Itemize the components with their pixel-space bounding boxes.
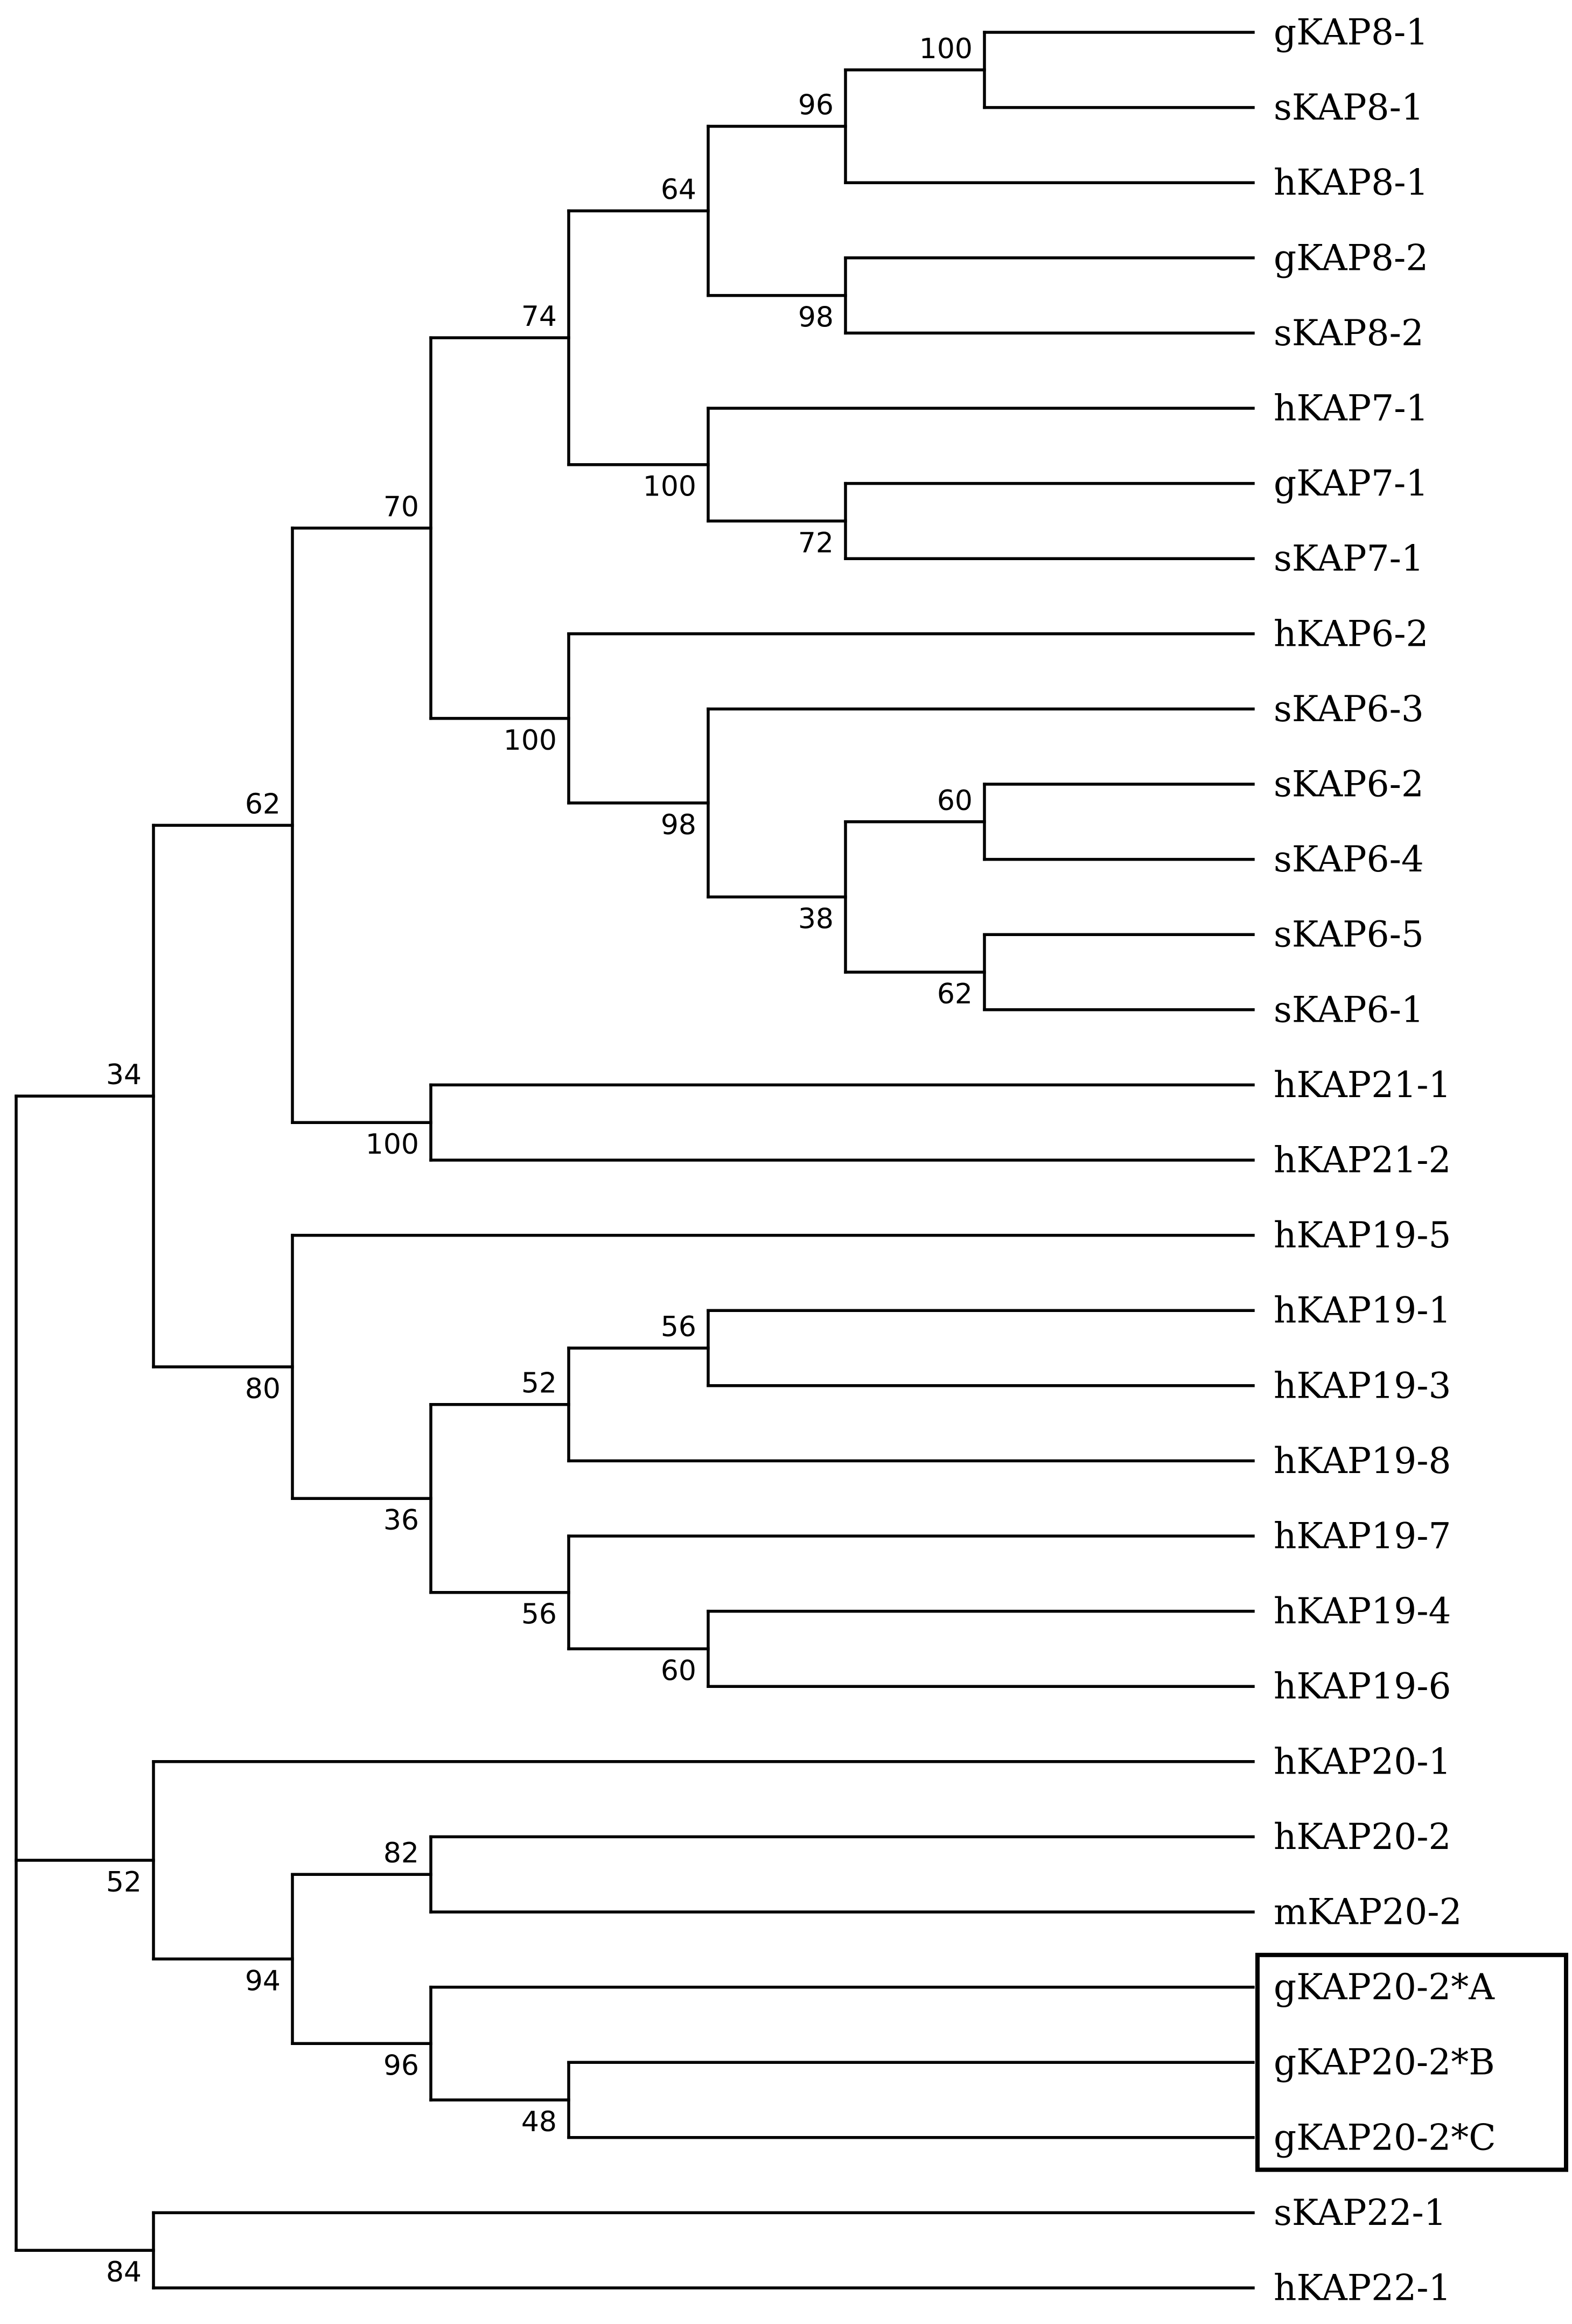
support-value: 48 [521,2106,557,2138]
leaf-label-hkap21-1: hKAP21-1 [1274,1064,1451,1106]
leaf-label-skap6-3: sKAP6-3 [1274,688,1424,730]
leaf-label-hkap20-2: hKAP20-2 [1274,1816,1451,1858]
leaf-label-skap6-2: sKAP6-2 [1274,764,1424,805]
support-value: 82 [383,1837,419,1869]
support-value: 56 [661,1311,696,1343]
support-values: 34 62 70 74 64 96 100 98 100 72 100 98 38 60 62 100 80 36… [106,33,973,2288]
support-value: 62 [245,788,281,820]
leaf-label-hkap19-6: hKAP19-6 [1274,1666,1451,1707]
leaf-label-hkap19-7: hKAP19-7 [1274,1516,1451,1557]
leaf-label-mkap20-2: mKAP20-2 [1274,1892,1462,1933]
leaf-label-hkap22-1: hKAP22-1 [1274,2267,1451,2309]
leaf-label-gkap8-2: gKAP8-2 [1274,237,1428,278]
leaf-label-hkap19-1: hKAP19-1 [1274,1290,1451,1331]
support-value: 70 [383,491,419,523]
support-value: 100 [504,724,557,757]
support-value: 74 [521,301,557,333]
leaf-label-gkap20-2-c: gKAP20-2*C [1274,2117,1496,2158]
leaf-label-hkap19-3: hKAP19-3 [1274,1365,1451,1406]
leaf-label-skap8-2: sKAP8-2 [1274,312,1424,354]
support-value: 60 [937,785,973,817]
support-value: 100 [919,33,973,65]
leaf-label-hkap20-1: hKAP20-1 [1274,1741,1451,1782]
support-value: 38 [798,903,834,935]
support-value: 84 [106,2256,142,2288]
leaf-label-skap6-1: sKAP6-1 [1274,989,1424,1030]
support-value: 64 [661,174,696,206]
leaf-label-hkap7-1: hKAP7-1 [1274,388,1429,429]
leaf-label-gkap8-1: gKAP8-1 [1274,12,1428,53]
support-value: 36 [383,1504,419,1537]
leaf-label-hkap21-2: hKAP21-2 [1274,1140,1451,1181]
support-value: 72 [798,527,834,559]
leaf-label-hkap19-8: hKAP19-8 [1274,1440,1451,1482]
leaf-label-gkap20-2-a: gKAP20-2*A [1274,1966,1495,2008]
support-value: 52 [106,1866,142,1899]
support-value: 100 [366,1128,419,1161]
leaf-label-hkap19-5: hKAP19-5 [1274,1215,1451,1256]
support-value: 100 [643,471,696,503]
leaf-label-skap22-1: sKAP22-1 [1274,2192,1447,2234]
support-value: 60 [661,1655,696,1687]
leaf-label-hkap19-4: hKAP19-4 [1274,1590,1451,1632]
leaf-label-skap6-4: sKAP6-4 [1274,839,1424,880]
highlight-group [1255,1952,1568,2172]
leaf-label-gkap7-1: gKAP7-1 [1274,463,1428,504]
support-value: 94 [245,1965,281,1997]
leaf-label-gkap20-2-b: gKAP20-2*B [1274,2042,1495,2083]
support-value: 98 [661,809,696,841]
leaf-label-skap7-1: sKAP7-1 [1274,538,1424,580]
support-value: 52 [521,1367,557,1400]
leaf-label-hkap6-2: hKAP6-2 [1274,613,1429,654]
support-value: 80 [245,1373,281,1405]
support-value: 96 [383,2049,419,2082]
support-value: 98 [798,302,834,334]
leaf-labels: gKAP8-1 sKAP8-1 hKAP8-1 gKAP8-2 sKAP8-2 hKAP7… [1274,12,1496,2309]
leaf-label-hkap8-1: hKAP8-1 [1274,162,1429,204]
leaf-label-skap8-1: sKAP8-1 [1274,87,1424,128]
support-value: 34 [106,1059,142,1091]
highlight-box [1255,1952,1568,2172]
support-value: 96 [798,89,834,122]
branch-lines [15,31,1255,2290]
support-value: 56 [521,1599,557,1631]
leaf-label-skap6-5: sKAP6-5 [1274,914,1424,955]
support-value: 62 [937,978,973,1010]
